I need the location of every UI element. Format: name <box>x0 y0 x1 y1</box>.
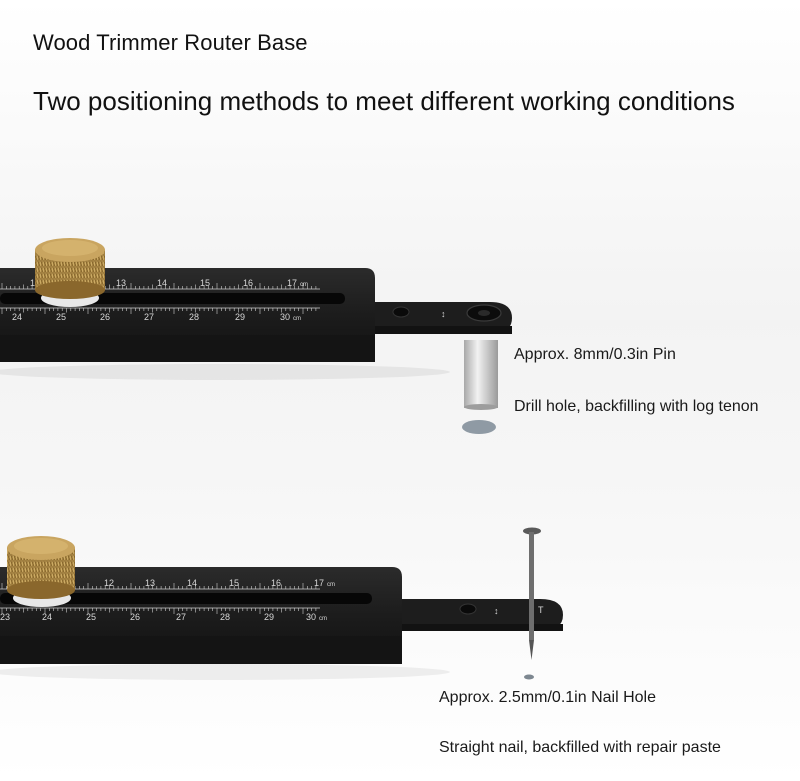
bottom-scale-upper-label: 12 <box>104 578 114 588</box>
top-scale-unit: cm <box>300 282 308 288</box>
bottom-scale-lower-label: 23 <box>0 612 10 622</box>
top-scale-lower-label: 30 <box>280 312 290 322</box>
bottom-router-base: ↕ T 12 13 14 15 16 17 cm 23 24 25 26 27 … <box>0 527 563 680</box>
top-arrow-icon: ↕ <box>441 309 446 319</box>
bottom-scale-lower-label: 27 <box>176 612 186 622</box>
bottom-nail-hole <box>524 674 534 680</box>
top-scale-lower-label: 25 <box>56 312 66 322</box>
top-scale-lower-label: 28 <box>189 312 199 322</box>
top-scale-upper-label: 17 <box>287 278 297 288</box>
top-scale-upper-label: 14 <box>157 278 167 288</box>
top-scale-lower-label: 29 <box>235 312 245 322</box>
bottom-scale-unit: cm <box>327 582 335 588</box>
bottom-scale-upper-label: 17 <box>314 578 324 588</box>
positioning-pin <box>464 340 498 408</box>
top-arm-hole <box>392 306 410 318</box>
top-scale-lower-label: 27 <box>144 312 154 322</box>
bottom-scale-upper-label: 16 <box>271 578 281 588</box>
top-scale-upper-label: 15 <box>200 278 210 288</box>
top-router-base: ↕ 11 12 13 14 15 16 17 cm 24 25 26 27 28… <box>0 238 512 434</box>
bottom-arm-hole <box>459 603 477 615</box>
pin-size-caption: Approx. 8mm/0.3in Pin <box>514 346 676 363</box>
bottom-arm <box>402 599 563 631</box>
top-scale-upper-label: 11 <box>30 278 39 288</box>
top-brass-knob <box>35 238 105 307</box>
bottom-t-mark: T <box>538 605 544 615</box>
top-scale-unit: cm <box>293 316 301 322</box>
top-drill-hole <box>462 420 496 434</box>
bottom-adjust-slot <box>0 593 372 604</box>
bottom-scale-lower-label: 26 <box>130 612 140 622</box>
bottom-scale-lower-label: 28 <box>220 612 230 622</box>
page-title: Wood Trimmer Router Base <box>33 30 308 55</box>
bottom-scale-lower-label: 30 <box>306 612 316 622</box>
bottom-scale-unit: cm <box>319 616 327 622</box>
bottom-scale-lower-label: 29 <box>264 612 274 622</box>
bottom-scale-upper-label: 13 <box>145 578 155 588</box>
straight-nail <box>523 527 541 660</box>
pin-method-caption: Drill hole, backfilling with log tenon <box>514 398 759 415</box>
top-scale-lower-label: 24 <box>12 312 22 322</box>
bottom-brass-knob <box>7 536 75 607</box>
top-scale-lower-label: 26 <box>100 312 110 322</box>
nail-method-caption: Straight nail, backfilled with repair pa… <box>439 739 721 756</box>
nail-size-caption: Approx. 2.5mm/0.1in Nail Hole <box>439 689 656 706</box>
bottom-scale-lower-label: 25 <box>86 612 96 622</box>
bottom-scale-lower-label: 24 <box>42 612 52 622</box>
top-scale-upper-label: 13 <box>116 278 126 288</box>
top-scale-upper-label: 16 <box>243 278 253 288</box>
bottom-scale-upper-label: 15 <box>229 578 239 588</box>
bottom-scale-upper-label: 14 <box>187 578 197 588</box>
page-subtitle: Two positioning methods to meet differen… <box>33 86 735 116</box>
bottom-arrow-icon: ↕ <box>494 606 499 616</box>
